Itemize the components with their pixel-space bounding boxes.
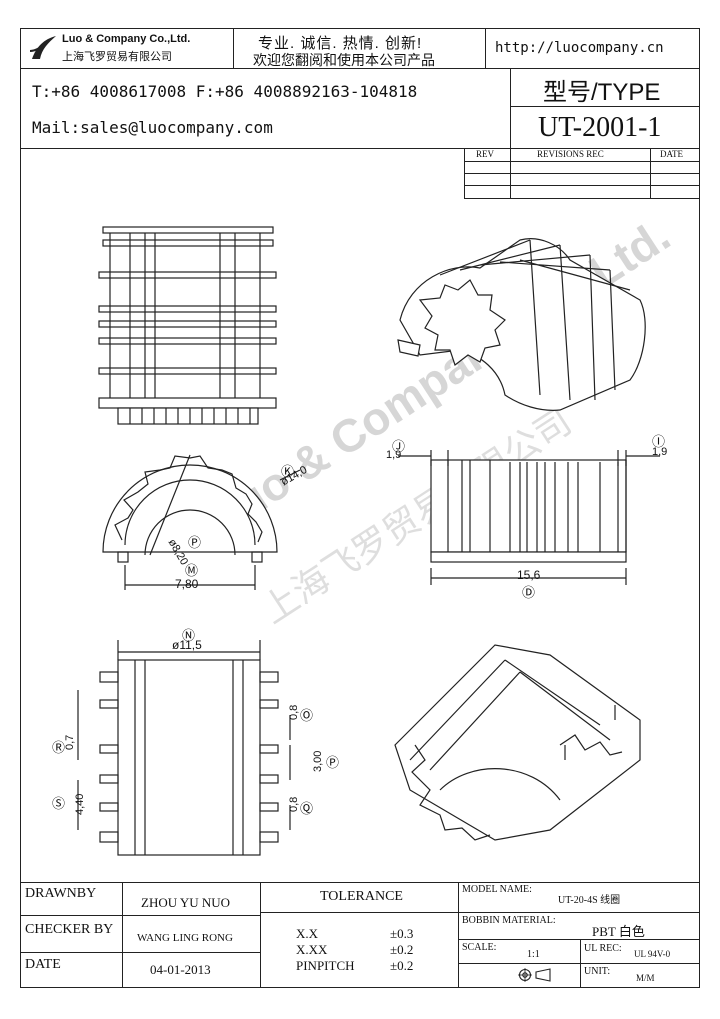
unit-label: UNIT: — [584, 966, 611, 977]
dim-q-value: 0,8 — [288, 796, 300, 812]
dim-top-dia: ø11,5 — [172, 638, 202, 652]
dim-ref-m: Ⓜ — [185, 563, 199, 578]
tb-rule — [458, 912, 700, 913]
rev-table-line — [464, 198, 700, 199]
end-view-semicircle — [102, 454, 301, 590]
phone-fax: T:+86 4008617008 F:+86 4008892163-104818 — [32, 82, 418, 101]
tb-divider — [260, 882, 261, 988]
title-block-top — [20, 882, 700, 883]
dim-ref-o: Ⓞ — [300, 708, 314, 723]
drawing-frame — [20, 28, 700, 988]
dim-ref-j: Ⓙ — [392, 439, 406, 454]
dim-r-value: 0,7 — [64, 734, 76, 750]
dim-length: 15,6 — [517, 568, 541, 582]
tb-rule — [20, 915, 260, 916]
checker-value: WANG LING RONG — [137, 932, 233, 944]
drawnby-value: ZHOU YU NUO — [141, 895, 231, 910]
unit-value: M/M — [636, 973, 655, 983]
type-divider — [510, 68, 511, 148]
checker-label: CHECKER BY — [25, 922, 114, 937]
type-rule — [510, 106, 700, 107]
tol-xx-value: ±0.3 — [390, 926, 414, 941]
bobbin-value: PBT 白色 — [592, 924, 645, 939]
dim-i-value: 1,9 — [652, 446, 668, 458]
type-label: 型号/TYPE — [543, 79, 661, 106]
isometric-view-bottom — [394, 644, 641, 841]
model-label: MODEL NAME: — [462, 884, 532, 895]
tol-pin-value: ±0.2 — [390, 958, 414, 973]
type-value: UT-2001-1 — [538, 112, 662, 143]
ulrec-label: UL REC: — [584, 943, 622, 954]
rev-col-rec: REVISIONS REC — [537, 149, 604, 159]
dim-ref-r: Ⓡ — [52, 740, 66, 755]
scale-value: 1:1 — [527, 949, 540, 960]
tb-rule — [260, 912, 458, 913]
dim-ref-p: Ⓟ — [326, 755, 340, 770]
dim-ref-k: Ⓚ — [281, 464, 295, 479]
drawnby-label: DRAWNBY — [25, 886, 97, 901]
projection-symbol-icon — [518, 968, 551, 982]
tol-pin-label: PINPITCH — [296, 958, 355, 973]
side-view-top-left — [98, 226, 277, 425]
dim-ref-s: Ⓢ — [52, 796, 66, 811]
dim-ref-n: Ⓝ — [182, 628, 196, 643]
dim-p-value: 3,00 — [312, 750, 324, 772]
isometric-view-top — [397, 238, 646, 411]
date-value: 04-01-2013 — [150, 962, 211, 977]
tb-divider — [458, 882, 459, 988]
dim-ref-q: Ⓠ — [300, 801, 314, 816]
header-divider — [485, 28, 486, 68]
website-link[interactable]: http://luocompany.cn — [495, 40, 664, 56]
header-rule — [20, 68, 700, 69]
slogan-line-1: 专业. 诚信. 热情. 创新! — [258, 35, 423, 52]
dim-j-value: 1,9 — [386, 449, 402, 461]
slogan-line-2: 欢迎您翻阅和使用本公司产品 — [253, 52, 435, 68]
dim-ref-p-inner: Ⓟ — [188, 535, 202, 550]
model-value: UT-20-4S 线圈 — [558, 895, 621, 906]
ulrec-value: UL 94V-0 — [634, 949, 671, 959]
company-name-en: Luo & Company Co.,Ltd. — [62, 33, 191, 45]
dim-ref-i: Ⓘ — [652, 434, 666, 449]
tol-xxx-label: X.XX — [296, 942, 328, 957]
bobbin-label: BOBBIN MATERIAL: — [462, 915, 556, 926]
date-label: DATE — [25, 957, 61, 972]
company-logo-icon — [29, 36, 56, 59]
rev-table-line — [464, 173, 700, 174]
header-divider — [233, 28, 234, 68]
company-name-cn: 上海飞罗贸易有限公司 — [62, 51, 172, 63]
header-bottom-rule — [20, 148, 700, 149]
dim-width: 7,80 — [175, 577, 199, 591]
rev-col-rev: REV — [476, 149, 494, 159]
tol-xx-label: X.X — [296, 926, 319, 941]
mail-address[interactable]: Mail:sales@luocompany.com — [32, 118, 273, 137]
tol-xxx-value: ±0.2 — [390, 942, 414, 957]
rev-table-line — [464, 161, 700, 162]
tb-rule — [458, 939, 700, 940]
tb-rule — [20, 952, 260, 953]
tolerance-label: TOLERANCE — [320, 889, 403, 904]
front-view-pins — [77, 640, 291, 856]
dim-ref-d: Ⓓ — [522, 585, 536, 600]
scale-label: SCALE: — [462, 942, 497, 953]
rev-col-date: DATE — [660, 149, 683, 159]
tb-rule — [458, 963, 700, 964]
dim-s-value: 4,40 — [74, 793, 86, 815]
tb-divider — [122, 882, 123, 988]
rev-table-line — [464, 185, 700, 186]
dim-o-value: 0,8 — [288, 704, 300, 720]
side-view-right — [398, 450, 660, 585]
tb-divider — [580, 939, 581, 988]
